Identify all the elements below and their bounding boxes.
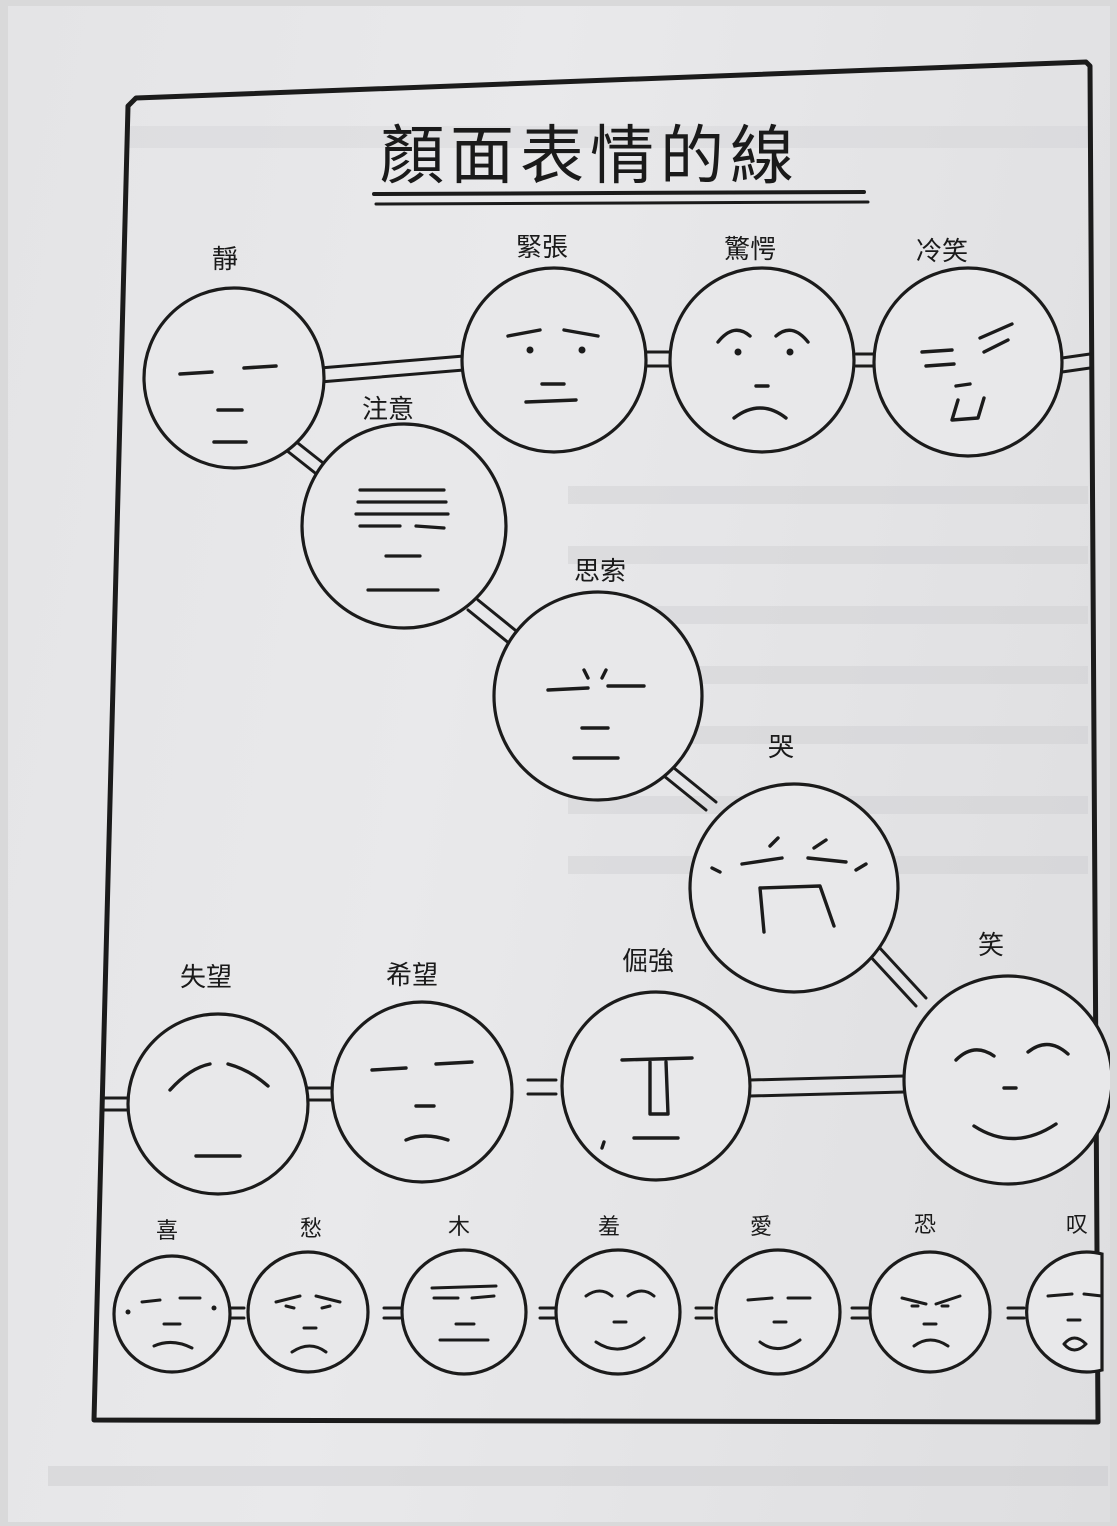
face-small-joy: 喜 [112, 1219, 232, 1374]
scanned-page: 顏面表情的線 靜 注意 [8, 6, 1110, 1522]
face-label-attention: 注意 [362, 395, 414, 425]
face-label-pleased: 愛 [750, 1215, 772, 1240]
face-label-tense: 緊張 [516, 233, 568, 263]
face-label-fear: 恐 [914, 1213, 936, 1238]
face-label-laugh: 笑 [978, 931, 1004, 961]
face-surprised: 驚愕 [668, 235, 856, 454]
face-label-stubborn: 倔強 [622, 947, 674, 977]
face-sneer: 冷笑 [872, 237, 1064, 458]
face-small-grief: 叹 [1025, 1213, 1104, 1374]
frame-border [91, 59, 1101, 1425]
face-thinking: 思索 [492, 557, 704, 802]
face-small-pleased: 愛 [714, 1215, 842, 1376]
face-small-dull: 木 [400, 1215, 528, 1376]
connectors [102, 350, 1092, 1320]
face-laugh: 笑 [902, 931, 1110, 1186]
face-label-dull: 木 [448, 1215, 470, 1240]
face-label-disappointed: 失望 [180, 963, 232, 993]
expression-diagram: 顏面表情的線 靜 注意 [48, 59, 1110, 1486]
face-label-thinking: 思索 [574, 557, 626, 587]
face-small-shy: 羞 [554, 1215, 682, 1376]
face-label-sneer: 冷笑 [916, 237, 968, 267]
face-label-worry: 愁 [300, 1217, 322, 1242]
face-calm: 靜 [142, 245, 326, 470]
title-underline [372, 190, 866, 196]
face-hope: 希望 [330, 961, 514, 1184]
face-label-joy: 喜 [156, 1219, 178, 1244]
diagram-title: 顏面表情的線 [380, 120, 800, 194]
face-label-hope: 希望 [386, 961, 438, 991]
face-small-fear: 恐 [868, 1213, 992, 1374]
face-tense: 緊張 [460, 233, 648, 454]
face-stubborn: 倔強 [560, 947, 752, 1182]
face-small-worry: 愁 [246, 1217, 370, 1374]
face-label-surprised: 驚愕 [724, 235, 776, 265]
face-label-grief: 叹 [1066, 1213, 1088, 1238]
face-label-shy: 羞 [598, 1215, 620, 1240]
face-disappointed: 失望 [126, 963, 310, 1196]
face-label-calm: 靜 [212, 245, 238, 275]
title-underline-2 [374, 200, 870, 206]
face-attention: 注意 [300, 395, 508, 630]
face-label-cry: 哭 [768, 733, 794, 763]
face-cry: 哭 [688, 733, 900, 994]
